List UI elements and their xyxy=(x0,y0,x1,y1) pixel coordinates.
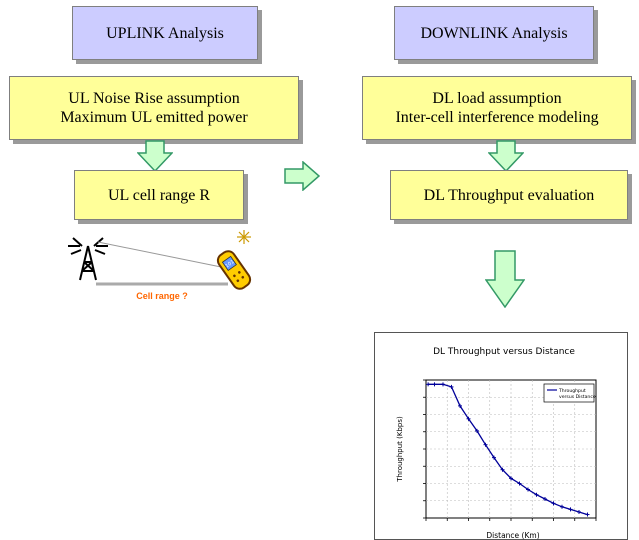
uplink-down-arrow xyxy=(137,140,173,172)
downlink-assumption-line-1: DL load assumption xyxy=(432,90,562,107)
uplink-assumption-line-1: UL Noise Rise assumption xyxy=(68,90,240,107)
uplink-result: UL cell range R xyxy=(107,186,211,204)
result-to-chart-arrow xyxy=(485,250,525,308)
uplink-result-box: UL cell range R xyxy=(74,170,244,220)
legend-box xyxy=(543,383,595,403)
uplink-assumption-box: UL Noise Rise assumption Maximum UL emit… xyxy=(9,76,299,140)
radio-link-line xyxy=(97,241,227,269)
downlink-assumption-line-2: Inter-cell interference modeling xyxy=(395,109,599,126)
downlink-title: DOWNLINK Analysis xyxy=(420,24,568,42)
cell-range-label: Cell range ? xyxy=(136,291,188,301)
uplink-title-box: UPLINK Analysis xyxy=(72,6,258,60)
downlink-result-box: DL Throughput evaluation xyxy=(390,170,628,220)
uplink-to-downlink-arrow xyxy=(284,161,320,191)
legend-label: versus Distance xyxy=(559,394,596,400)
throughput-chart: DL Throughput versus Distance Throughput… xyxy=(374,332,628,540)
downlink-result: DL Throughput evaluation xyxy=(423,186,595,204)
ringing-spark-icon xyxy=(237,230,251,244)
chart-x-label: Distance (Km) xyxy=(486,531,539,540)
phone-screen-text: 101 xyxy=(224,259,235,269)
chart-title: DL Throughput versus Distance xyxy=(433,347,575,357)
mobile-phone-icon: 101 xyxy=(216,250,252,290)
downlink-down-arrow xyxy=(488,140,524,172)
downlink-assumption-box: DL load assumption Inter-cell interferen… xyxy=(362,76,632,140)
chart-y-label: Throughput (Kbps) xyxy=(396,416,404,483)
series-line xyxy=(428,383,588,516)
uplink-title: UPLINK Analysis xyxy=(106,24,224,42)
cell-range-illustration: 101 Cell range ? xyxy=(58,224,268,308)
downlink-title-box: DOWNLINK Analysis xyxy=(394,6,594,60)
uplink-assumption-line-2: Maximum UL emitted power xyxy=(60,109,248,126)
antenna-tower-icon xyxy=(68,237,108,281)
throughput-chart-svg: DL Throughput versus Distance Throughput… xyxy=(374,332,628,540)
legend-label: Throughput xyxy=(558,388,586,394)
